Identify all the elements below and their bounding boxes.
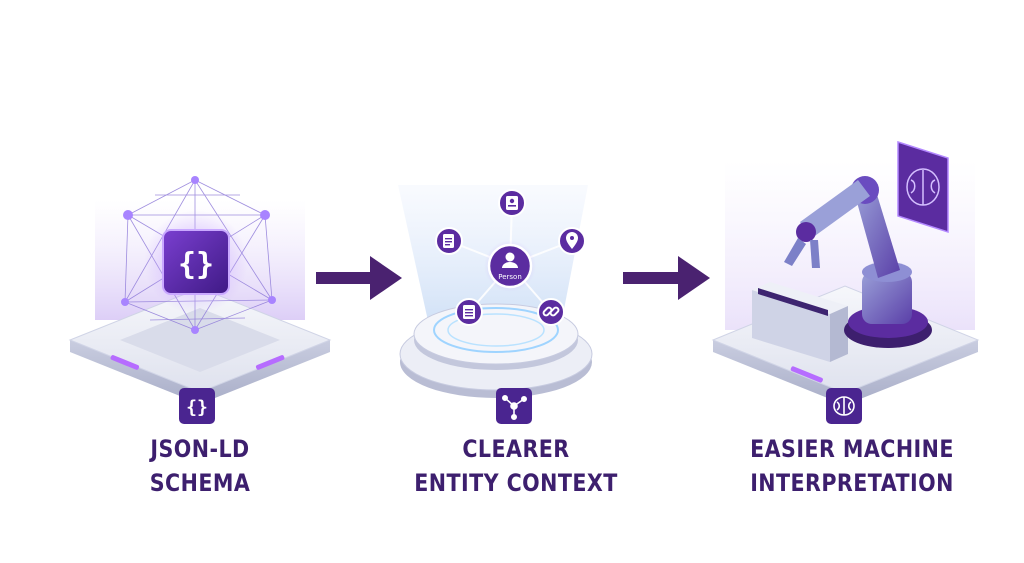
arrow-step-2-to-3 [623,256,710,300]
step-2-caption: CLEARER ENTITY CONTEXT [387,432,645,500]
step-3-badge [826,388,862,424]
platform-light [255,355,285,370]
mesh-nodes [121,176,276,334]
document-icon-node [435,227,463,255]
link-icon [542,306,560,317]
step-1-caption-line-1: JSON-LD [150,435,250,463]
link-icon-node [537,298,565,326]
step-3-machine-interpretation [711,140,980,424]
step-2-entity-context: Person [398,185,593,424]
json-ld-cube: {} [162,229,230,295]
person-node-label: Person [498,273,522,281]
brain-icon [906,168,940,206]
document-list-icon-node [455,298,483,326]
platform-light [790,366,823,383]
step-2-caption-line-1: CLEARER [462,435,570,463]
location-pin-icon [566,232,578,249]
step-2-platform [399,303,593,398]
person-icon [505,252,515,262]
curly-braces-icon: {} [178,247,214,282]
step-3-caption-line-1: EASIER MACHINE [750,435,954,463]
network-graph-icon [501,394,527,420]
robot-arm [784,176,932,348]
platform-light [110,355,140,370]
step-1-caption: JSON-LD SCHEMA [71,432,329,500]
curly-braces-icon: {} [186,397,208,418]
step-1-caption-line-2: SCHEMA [149,469,251,497]
step-2-caption-line-2: ENTITY CONTEXT [414,469,618,497]
location-pin-icon-node [558,227,586,255]
step-1-platform [68,287,332,404]
profile-card-icon-node [498,189,526,217]
workstation [752,282,848,362]
step-3-caption: EASIER MACHINE INTERPRETATION [723,432,981,500]
step-1-badge: {} [179,388,215,424]
arrow-step-1-to-2 [316,256,402,300]
step-3-caption-line-2: INTERPRETATION [750,469,954,497]
step-1-json-ld-schema: {} {} [68,176,332,424]
brain-panel [897,140,949,234]
brain-icon [833,396,855,416]
step-2-badge [496,388,532,424]
person-entity-node: Person [484,240,536,292]
